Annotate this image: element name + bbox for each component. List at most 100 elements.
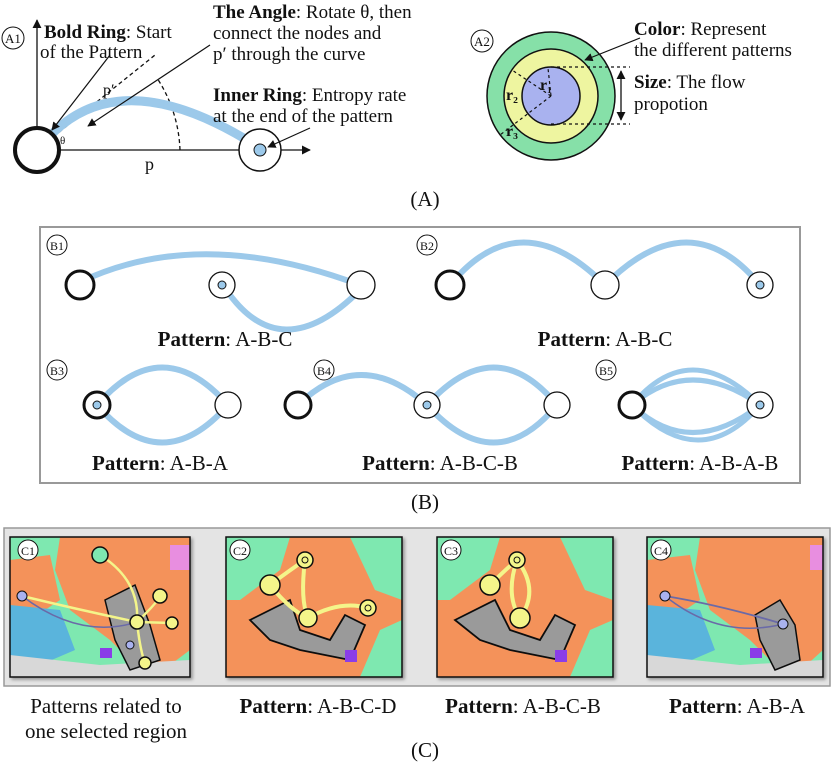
size-caption-2: propotion [634,94,708,115]
color-arrow [584,37,641,62]
node-b-inner [217,280,227,290]
p-prime-dashed-line [36,54,156,151]
panel-b: B1 Pattern: A-B-C B2 Pattern: A-B-C B3 [39,226,801,514]
bold-ring-arrow [51,54,111,131]
badge-b5-label: B5 [599,364,613,378]
badge-c2-label: C2 [233,544,247,558]
flow-a-c [78,251,362,288]
map-c4 [646,536,824,678]
bold-ring-caption: Bold Ring: Start [44,22,172,43]
c1-caption-2: one selected region [25,719,188,743]
pattern-b5-label: Pattern: A-B-A-B [622,451,779,475]
badge-b5 [595,359,617,381]
badge-b4-label: B4 [317,364,331,378]
node-c-inner [755,280,765,290]
badge-b2 [416,234,438,256]
c4-caption: Pattern: A-B-A [669,694,806,718]
angle-caption-3: p′ through the curve [213,44,365,65]
badge-b3 [46,359,68,381]
flow-a-b [295,372,430,408]
angle-caption: The Angle: Rotate θ, then [213,2,412,23]
badge-c2 [229,539,251,561]
badge-b1 [46,234,68,256]
map-c3 [436,536,614,678]
flow-b-a [94,403,231,446]
c1-caption-1: Patterns related to [30,694,182,718]
node-b [590,270,620,300]
badge-a1-label: A1 [5,31,21,46]
r2-line [511,69,552,97]
bold-ring-node [13,126,61,174]
size-caption: Size: The flow [634,72,746,93]
r1-label: r₁ [540,77,552,94]
pattern-b3: B3 Pattern: A-B-A [46,359,242,475]
caption-c: (C) [411,738,439,762]
badge-b3-label: B3 [50,364,64,378]
badge-b1-label: B1 [50,239,64,253]
badge-a2 [470,29,494,53]
node-c [346,270,376,300]
flow-a-b [94,364,231,407]
c3-caption: Pattern: A-B-C-B [445,694,601,718]
caption-a: (A) [410,187,439,211]
r3-label: r₃ [506,123,518,140]
pattern-b4: B4 Pattern: A-B-C-B [283,359,571,475]
p-prime-label: p′ [103,82,115,99]
flow-c-b [424,402,560,446]
rotation-arc [156,77,181,151]
node-b-inner [422,400,432,410]
flow-4 [630,403,762,443]
theta-label: θ [60,135,65,147]
flow-a-b [447,239,608,288]
node-a [434,269,466,301]
inner-ring [253,143,267,157]
map-c2 [225,536,403,678]
node-a [283,390,313,420]
pattern-b2: B2 Pattern: A-B-C [416,234,774,351]
node-a-inner [92,400,102,410]
inner-ring-caption-2: at the end of the pattern [213,106,393,127]
pattern-b3-label: Pattern: A-B-A [92,451,229,475]
pattern-b1: B1 Pattern: A-B-C [46,234,376,351]
c2-caption: Pattern: A-B-C-D [240,694,397,718]
node-a [617,390,647,420]
badge-c1-label: C1 [21,544,35,558]
panel-a: A1 θ p p′ Bold Ring: Start of the Patter… [1,2,792,211]
panel-a2: A2 r₁ r₂ r₃ Color: Represent the differe… [470,19,792,161]
node-b-inner [755,400,765,410]
inner-ring-caption: Inner Ring: Entropy rate [213,85,406,106]
badge-b4 [313,359,335,381]
caption-b: (B) [411,490,439,514]
color-caption-2: the different patterns [634,40,792,61]
panel-c: C1 C2 [3,527,831,762]
badge-b2-label: B2 [420,239,434,253]
badge-c3 [440,539,462,561]
node-c [543,391,571,419]
flow-1 [630,367,762,407]
flow-b-c [222,286,363,333]
flow-b-c [424,364,560,408]
flow-curve [43,96,260,150]
flow-b-c [602,239,763,288]
pattern-b2-label: Pattern: A-B-C [538,327,673,351]
flow-2 [630,377,762,408]
badge-a1 [1,26,25,50]
pattern-b1-label: Pattern: A-B-C [158,327,293,351]
r3-line [499,95,552,136]
map-c1 [9,536,191,678]
bold-ring-caption-2: of the Pattern [40,42,143,63]
pattern-b4-label: Pattern: A-B-C-B [362,451,518,475]
node-a [64,269,96,301]
badge-c4-label: C4 [654,544,668,558]
badge-a2-label: A2 [474,34,490,49]
r2-label: r₂ [506,87,518,104]
p-label: p [145,154,154,174]
panel-a1: A1 θ p p′ Bold Ring: Start of the Patter… [1,2,412,174]
inner-ring-arrow [267,127,311,148]
angle-arrow [87,44,211,127]
node-b [214,391,242,419]
badge-c3-label: C3 [444,544,458,558]
r1-line [547,67,552,97]
angle-caption-2: connect the nodes and [213,23,382,44]
